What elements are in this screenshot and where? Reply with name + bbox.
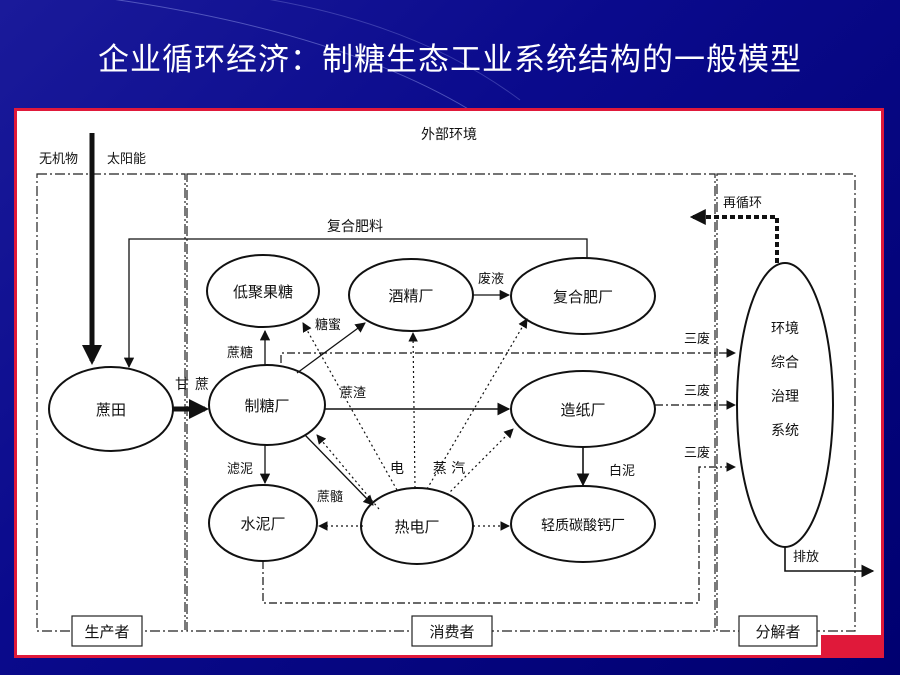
molasses-label: 糖蜜 (315, 317, 341, 333)
node-cement: 水泥厂 (208, 484, 318, 562)
ecosystem-diagram: 生产者 消费者 分解者 外部环境 无机物 太阳能 复合肥料 蔗田 制糖厂 低聚果… (36, 127, 875, 647)
three-waste-label-2: 三废 (684, 383, 710, 399)
steam-label: 蒸 汽 (433, 461, 465, 477)
diagram-frame: 生产者 消费者 分解者 外部环境 无机物 太阳能 复合肥料 蔗田 制糖厂 低聚果… (14, 108, 884, 658)
corner-decoration (821, 635, 881, 655)
svg-text:系统: 系统 (771, 423, 799, 439)
producer-label: 生产者 (84, 623, 129, 641)
cane-pith-label: 蔗髓 (317, 490, 343, 505)
node-paper: 造纸厂 (510, 370, 656, 448)
svg-text:酒精厂: 酒精厂 (388, 287, 433, 305)
svg-text:复合肥厂: 复合肥厂 (553, 288, 613, 306)
svg-text:综合: 综合 (771, 355, 799, 371)
svg-text:低聚果糖: 低聚果糖 (233, 283, 293, 301)
svg-text:水泥厂: 水泥厂 (240, 515, 285, 533)
svg-text:环境: 环境 (771, 321, 799, 337)
consumer-label: 消费者 (429, 623, 474, 641)
node-caco3: 轻质碳酸钙厂 (510, 485, 656, 563)
cane-char-1: 甘 (175, 377, 189, 393)
svg-text:蔗田: 蔗田 (96, 401, 126, 419)
compound-fertilizer-label: 复合肥料 (327, 218, 383, 235)
node-alcohol: 酒精厂 (348, 258, 474, 332)
node-sugar-factory: 制糖厂 (208, 364, 326, 446)
three-waste-label-3: 三废 (684, 445, 710, 461)
inorganic-label: 无机物 (39, 152, 78, 167)
bagasse-label: 蔗渣 (340, 386, 366, 401)
waste-liquid-label: 废液 (478, 271, 504, 287)
three-waste-label-1: 三废 (684, 331, 710, 347)
external-environment-label: 外部环境 (421, 127, 477, 143)
solar-label: 太阳能 (107, 152, 146, 167)
svg-text:造纸厂: 造纸厂 (560, 401, 605, 419)
white-mud-label: 白泥 (609, 463, 635, 479)
cane-sugar-label: 蔗糖 (227, 345, 253, 361)
svg-text:制糖厂: 制糖厂 (244, 397, 289, 415)
slide-title: 企业循环经济：制糖生态工业系统结构的一般模型 (98, 42, 802, 78)
recycle-label: 再循环 (723, 196, 762, 211)
node-canefield: 蔗田 (48, 366, 174, 452)
node-env-system: 环境 综合 治理 系统 (736, 262, 834, 548)
node-oligosaccharide: 低聚果糖 (206, 254, 320, 328)
svg-text:治理: 治理 (771, 389, 799, 405)
cane-char-2: 蔗 (195, 377, 209, 393)
filter-mud-label: 滤泥 (227, 462, 253, 477)
node-power-plant: 热电厂 (360, 487, 474, 565)
svg-text:轻质碳酸钙厂: 轻质碳酸钙厂 (541, 518, 625, 534)
electricity-label: 电 (390, 461, 404, 477)
decomposer-label: 分解者 (755, 623, 800, 641)
decomposer-boundary (716, 173, 856, 632)
node-fertilizer: 复合肥厂 (510, 257, 656, 335)
discharge-label: 排放 (793, 550, 819, 565)
svg-text:热电厂: 热电厂 (394, 518, 439, 536)
